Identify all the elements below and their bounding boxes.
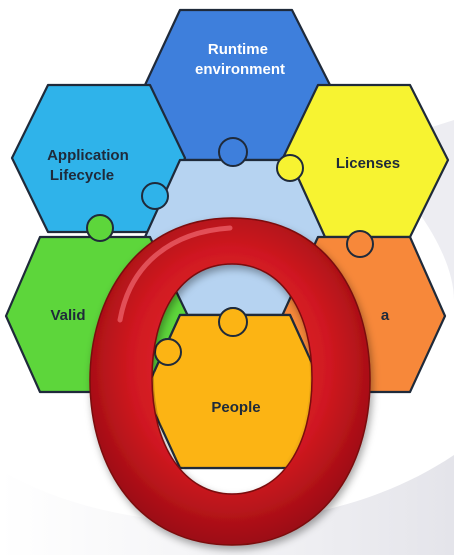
puzzle-knob	[218, 307, 248, 337]
label-validation: Valid	[50, 307, 85, 324]
label-runtime: Runtime environment	[195, 41, 285, 78]
ring-highlight	[117, 225, 233, 323]
label-data: a	[381, 307, 390, 324]
puzzle-knob	[218, 137, 248, 167]
puzzle-knob	[276, 154, 304, 182]
label-application: Application Lifecycle	[47, 147, 133, 184]
background-swoosh	[0, 455, 454, 555]
puzzle-knob	[86, 214, 114, 242]
label-licenses: Licenses	[336, 155, 400, 172]
red-o-ring	[89, 217, 371, 546]
puzzle-knob	[154, 338, 182, 366]
puzzle-knob	[346, 230, 374, 258]
puzzle-knob	[141, 182, 169, 210]
label-people: People	[211, 399, 260, 416]
